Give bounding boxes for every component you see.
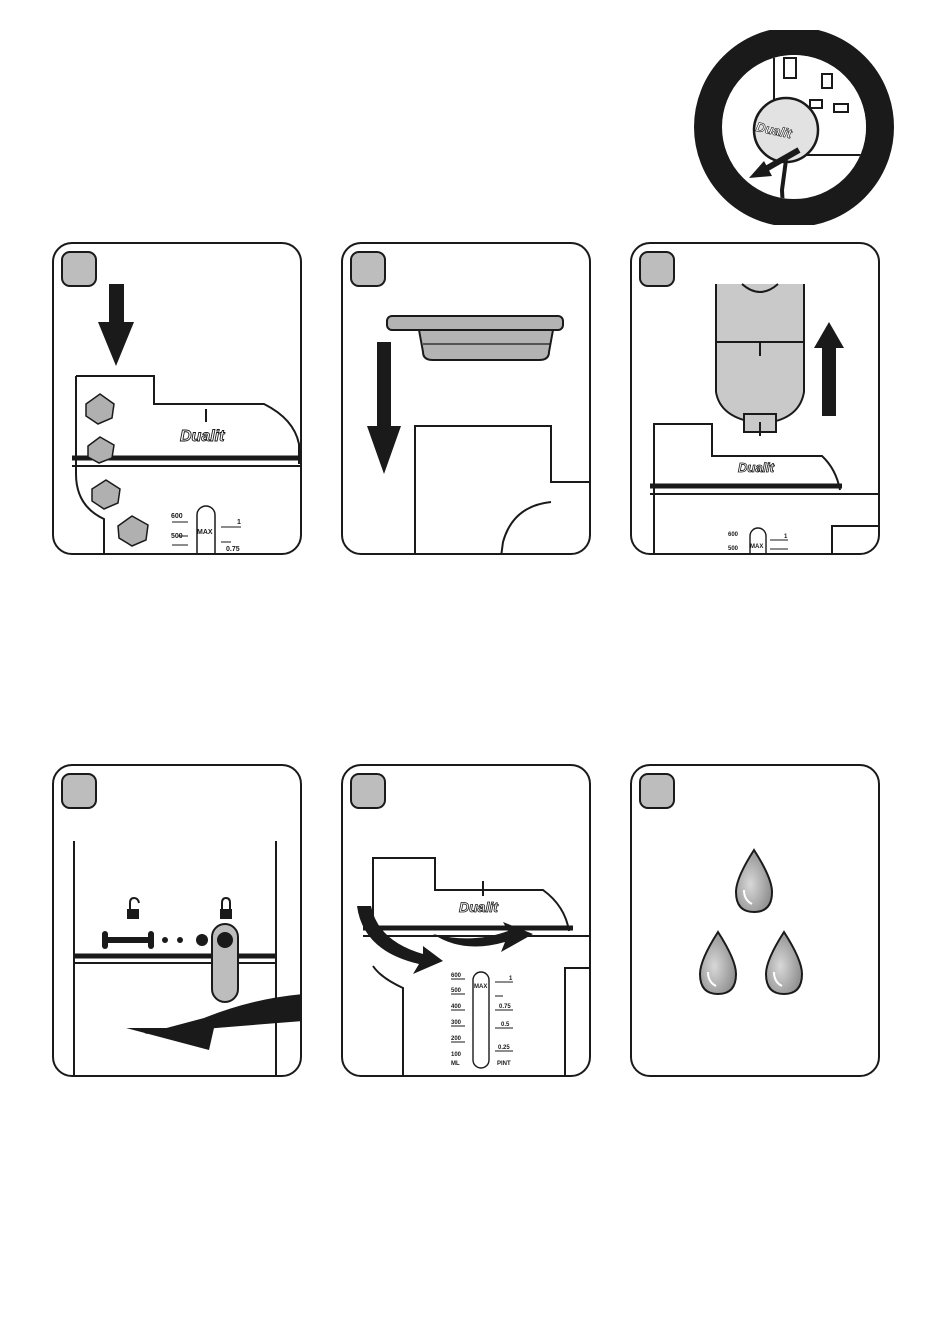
panel5-ml-200: 200 bbox=[451, 1036, 462, 1042]
water-drop-icon bbox=[736, 850, 772, 912]
panel3-pint-1: 1 bbox=[784, 534, 788, 540]
rotate-arrow-icon bbox=[357, 906, 443, 974]
panel5-pint-1: 1 bbox=[509, 976, 513, 982]
panel5-ml-500: 500 bbox=[451, 988, 462, 994]
ice-cube-icon bbox=[118, 516, 148, 546]
step-badge bbox=[639, 251, 675, 287]
panel3-brand-label: Dualit bbox=[738, 460, 775, 475]
panel5-ml-unit: ML bbox=[451, 1061, 460, 1067]
lock-icon bbox=[220, 909, 232, 919]
step-panel-1: Dualit 600 500 MAX 1 0.75 bbox=[52, 242, 302, 555]
down-arrow-icon bbox=[98, 284, 134, 366]
panel1-pint-075: 0.75 bbox=[226, 546, 240, 553]
unlock-icon bbox=[127, 909, 139, 919]
step-panel-2 bbox=[341, 242, 591, 555]
up-arrow-icon bbox=[814, 322, 844, 348]
panel5-ml-600: 600 bbox=[451, 973, 462, 979]
step-badge bbox=[350, 251, 386, 287]
panel3-ml-500: 500 bbox=[728, 546, 739, 552]
panel5-pint-unit: PINT bbox=[497, 1061, 511, 1067]
panel3-max-label: MAX bbox=[750, 544, 763, 550]
step-panel-3: Dualit 600 500 MAX 1 bbox=[630, 242, 880, 555]
unplug-illustration: Dualit bbox=[694, 30, 894, 225]
step-badge bbox=[639, 773, 675, 809]
panel1-max-label: MAX bbox=[197, 529, 213, 536]
step-panel-4 bbox=[52, 764, 302, 1077]
step-badge bbox=[61, 251, 97, 287]
ice-cube-icon bbox=[88, 437, 114, 463]
panel1-brand-label: Dualit bbox=[180, 428, 225, 445]
panel5-pint-05: 0.5 bbox=[501, 1022, 510, 1028]
lid-icon bbox=[387, 316, 563, 330]
step-panel-6 bbox=[630, 764, 880, 1077]
water-drop-icon bbox=[766, 932, 802, 994]
step-badge bbox=[61, 773, 97, 809]
panel5-ml-100: 100 bbox=[451, 1052, 462, 1058]
ice-cube-icon bbox=[86, 394, 114, 424]
water-drop-icon bbox=[700, 932, 736, 994]
panel5-ml-400: 400 bbox=[451, 1004, 462, 1010]
panel5-brand-label: Dualit bbox=[459, 899, 499, 915]
panel5-pint-025: 0.25 bbox=[498, 1045, 510, 1051]
panel3-ml-600: 600 bbox=[728, 532, 739, 538]
panel5-max-label: MAX bbox=[474, 984, 487, 990]
panel5-pint-075: 0.75 bbox=[499, 1004, 511, 1010]
down-arrow-icon bbox=[367, 342, 401, 474]
step-badge bbox=[350, 773, 386, 809]
panel5-ml-300: 300 bbox=[451, 1020, 462, 1026]
panel1-pint-1: 1 bbox=[237, 519, 241, 526]
step-panel-5: Dualit 600 500 400 300 200 100 ML MAX 1 … bbox=[341, 764, 591, 1077]
ice-cube-icon bbox=[92, 480, 120, 509]
panel1-ml-600: 600 bbox=[171, 513, 183, 520]
panel1-ml-500: 500 bbox=[171, 533, 183, 540]
